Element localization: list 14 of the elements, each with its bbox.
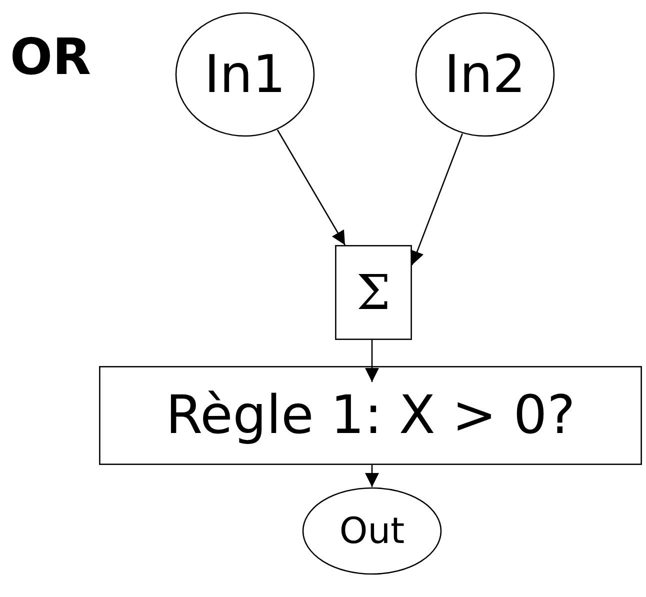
node-label: In1 xyxy=(204,44,286,104)
output-ellipse xyxy=(302,487,442,575)
node-label: Σ xyxy=(356,264,390,320)
node-label: In2 xyxy=(444,44,526,104)
sum-box xyxy=(335,245,412,340)
arrow xyxy=(276,130,346,246)
arrow xyxy=(410,133,463,266)
arrow xyxy=(365,340,379,382)
input-ellipse xyxy=(415,12,555,137)
title: OR xyxy=(10,28,92,86)
input-ellipse xyxy=(175,12,315,137)
arrow xyxy=(365,465,379,487)
node-label: Out xyxy=(339,510,405,552)
node-label: Règle 1: X > 0? xyxy=(166,385,576,446)
